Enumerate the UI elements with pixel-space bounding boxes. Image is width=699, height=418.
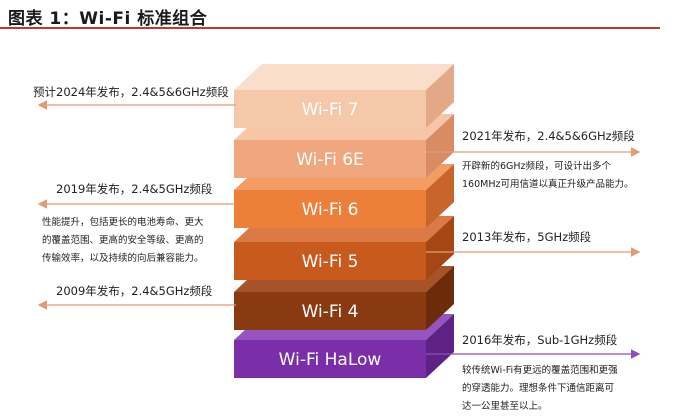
block-side-face	[426, 216, 454, 280]
wifi6e-note-line: 开辟新的6GHz频段，可设计出多个	[462, 161, 612, 172]
halow-note-line: 较传统Wi-Fi有更远的覆盖范围和更强	[462, 365, 618, 376]
title-rule	[0, 27, 660, 29]
halow-release-label: 2016年发布，Sub-1GHz频段	[462, 333, 618, 347]
wifi6-release-label: 2019年发布，2.4&5GHz频段	[56, 182, 213, 196]
block-label: Wi-Fi HaLow	[279, 350, 382, 370]
wifi6e-note-line: 160MHz可用信道以真正升级产品能力。	[462, 179, 634, 190]
halow-note-line: 达一公里甚至以上。	[462, 401, 548, 412]
wifi7-release-label: 预计2024年发布，2.4&5&6GHz频段	[33, 85, 229, 99]
block-side-face	[426, 64, 454, 128]
wifi6-note-line: 的覆盖范围、更高的安全等级、更高的	[42, 235, 204, 246]
block-top-face	[234, 64, 454, 90]
wifi5-release-label: 2013年发布，5GHz频段	[462, 230, 592, 244]
block-side-face	[426, 314, 454, 378]
wifi6e-release-label: 2021年发布，2.4&5&6GHz频段	[462, 129, 635, 143]
block-front-face	[234, 292, 426, 330]
block-front-face	[234, 242, 426, 280]
block-label: Wi-Fi 6	[302, 200, 359, 220]
wifi4-release-label: 2009年发布，2.4&5GHz频段	[56, 284, 213, 298]
wifi6-note-line: 性能提升，包括更长的电池寿命、更大	[42, 217, 204, 228]
block-front-face	[234, 140, 426, 178]
block-front-face	[234, 190, 426, 228]
wifi6e-note: 开辟新的6GHz频段，可设计出多个 160MHz可用信道以真正升级产品能力。	[462, 158, 633, 194]
block-label: Wi-Fi 6E	[296, 150, 364, 170]
block-front-face	[234, 340, 426, 378]
block-front-face	[234, 90, 426, 128]
block-label: Wi-Fi 7	[302, 100, 359, 120]
block-side-face	[426, 164, 454, 228]
wifi6-note: 性能提升，包括更长的电池寿命、更大 的覆盖范围、更高的安全等级、更高的 传输效率…	[42, 214, 204, 268]
block-label: Wi-Fi 4	[302, 302, 359, 322]
block-side-face	[426, 266, 454, 330]
halow-note: 较传统Wi-Fi有更远的覆盖范围和更强 的穿透能力。理想条件下通信距离可 达一公…	[462, 362, 618, 416]
wifi6-note-line: 传输效率，以及持续的向后兼容能力。	[42, 253, 204, 264]
block-label: Wi-Fi 5	[302, 252, 359, 272]
halow-note-line: 的穿透能力。理想条件下通信距离可	[462, 383, 615, 394]
block-side-face	[426, 114, 454, 178]
block-wi-fi-7: Wi-Fi 7	[234, 64, 454, 128]
figure-title: 图表 1：Wi-Fi 标准组合	[8, 9, 208, 29]
